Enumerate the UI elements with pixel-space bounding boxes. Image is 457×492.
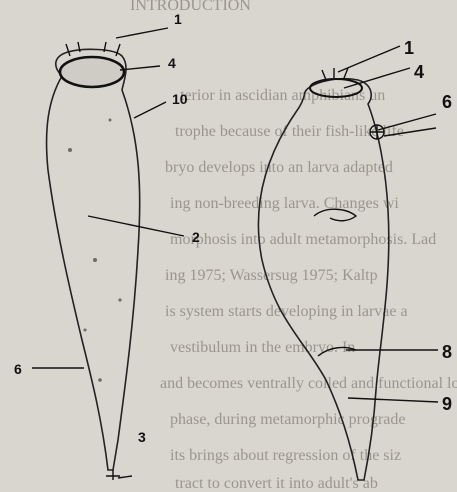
- right-leader-9: [348, 398, 438, 402]
- bg-line: vestibulum in the embryo. In: [170, 339, 355, 356]
- bg-line: tract to convert it into adult's ab: [175, 475, 378, 492]
- right-leader-1: [338, 46, 400, 72]
- background-text: INTRODUCTION terior in ascidian amphibia…: [130, 0, 457, 492]
- left-leader-3: [118, 476, 132, 478]
- left-leader-1: [116, 28, 168, 38]
- label-left-4: 4: [168, 55, 176, 71]
- bg-line: terior in ascidian amphibians un: [180, 87, 385, 104]
- bg-line: bryo develops into an larva adapted: [165, 159, 393, 176]
- label-left-3: 3: [138, 429, 146, 445]
- left-leader-2: [88, 216, 184, 236]
- left-body-spots: [68, 119, 122, 382]
- bg-line: ing 1975; Wassersug 1975; Kaltp: [165, 267, 378, 284]
- left-leader-10: [134, 102, 166, 118]
- label-left-10: 10: [172, 91, 188, 107]
- left-tail-tip: [106, 470, 120, 480]
- label-right-9: 9: [442, 394, 452, 414]
- label-left-1: 1: [174, 11, 182, 27]
- label-right-4: 4: [414, 62, 424, 82]
- label-right-8: 8: [442, 342, 452, 362]
- bg-line: ing non-breeding larva. Changes wi: [170, 195, 399, 212]
- bg-line: morphosis into adult metamorphosis. Lad: [170, 231, 436, 248]
- right-leader-4: [344, 68, 410, 88]
- bg-line: and becomes ventrally coiled and functio…: [160, 375, 457, 392]
- label-right-6: 6: [442, 92, 452, 112]
- label-left-2: 2: [192, 229, 200, 245]
- left-head-rim: [60, 57, 124, 87]
- bg-line: its brings about regression of the siz: [170, 447, 401, 464]
- bg-line: INTRODUCTION: [130, 0, 251, 14]
- bg-line: is system starts developing in larvae a: [165, 303, 408, 320]
- bg-line: phase, during metamorphic prograde: [170, 411, 405, 428]
- label-left-6: 6: [14, 361, 22, 377]
- label-right-1: 1: [404, 38, 414, 58]
